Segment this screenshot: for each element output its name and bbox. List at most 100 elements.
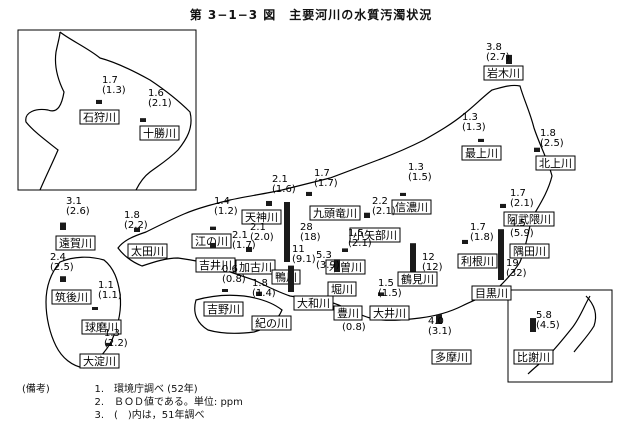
river-value: 5.8 [536,310,552,321]
river-bar [534,147,540,152]
river-bar [342,248,348,252]
river-name-box [369,305,410,321]
river-bar [92,307,98,310]
river-name-box [203,301,244,317]
river-value: 1.7 [510,188,526,199]
river-name: 球磨川 [85,320,118,334]
hokkaido-outline [25,31,192,191]
river-name-box [51,289,92,305]
river-bar [378,292,384,296]
river-name-box [391,199,432,215]
river-name-box [471,285,512,301]
river-name: 加古川 [239,261,272,274]
river-value: 2.1 [272,174,288,185]
river-prev-value: (2.1) [510,198,534,209]
river-name: 紀の川 [255,317,288,330]
river-value: 3.1 [66,196,82,207]
notes: (備考) 1. 環境庁調べ (52年) 2. ＢＯＤ値である。単位: ppm 3… [22,383,243,422]
river-prev-value: (5.9) [510,228,534,239]
river-prev-value: (2.7) [486,52,510,63]
river-bar [334,259,340,272]
river-name-box [483,65,524,81]
river-name: 比謝川 [517,350,550,364]
river-name: 大和川 [297,296,330,310]
river-bar [140,118,146,122]
river-prev-value: (32) [506,268,527,279]
river-name: 岩木川 [487,66,520,80]
river-value: 4.5 [510,218,526,229]
river-name: 隅田川 [513,245,546,258]
river-bar [60,222,66,230]
river-prev-value: (2.1) [148,98,172,109]
river-value: 1.8 [124,210,140,221]
river-name-box [127,243,168,259]
river-name-box [431,349,472,365]
river-name: 多摩川 [435,350,468,364]
river-value: 12 [422,252,435,263]
river-name: 十勝川 [143,126,176,140]
river-name-box [79,109,120,125]
river-name: 吉野川 [207,303,240,316]
river-bar [246,246,252,252]
river-name: 九頭竜川 [313,206,357,220]
note-text: ＢＯＤ値である。単位: ppm [114,397,243,408]
river-prev-value: (4.5) [536,320,560,331]
river-value: 2.4 [50,252,66,263]
river-name: 大井川 [373,306,406,320]
river-value: 1.7 [102,75,118,86]
river-name-box [503,211,555,227]
river-bar [462,239,468,244]
river-prev-value: (1.5) [378,288,402,299]
river-name-box [55,235,96,251]
river-value: 11 [292,244,305,255]
okinawa-outline [527,295,597,375]
river-name-box [309,205,361,221]
river-value: 5.3 [316,250,332,261]
river-prev-value: (2.1) [372,206,396,217]
river-name: 最上川 [465,147,498,160]
river-name-box [397,271,438,287]
river-bar [530,318,536,332]
river-name: 遠賀川 [59,237,92,250]
river-prev-value: (12) [422,262,443,273]
river-name-box [535,155,576,171]
river-bar [96,99,102,104]
river-prev-value: (1.4) [252,288,276,299]
river-name: 信濃川 [395,200,428,214]
river-prev-value: (2.0) [250,232,274,243]
river-bar [134,227,140,232]
river-bar [284,202,290,262]
river-prev-value: (1.3) [462,122,486,133]
river-name: 江の川 [195,235,228,248]
river-prev-value: (1.2) [214,206,238,217]
river-prev-value: (1.7) [232,240,256,251]
river-value: 2.2 [372,196,388,207]
river-prev-value: (2.5) [540,138,564,149]
river-prev-value: (1.5) [408,172,432,183]
river-bar [210,242,216,248]
river-name-box [293,295,334,311]
river-name-box [251,315,292,331]
river-name: 目黒川 [475,287,508,300]
river-markers: 3.8(2.7)岩木川1.7(1.3)石狩川1.6(2.1)十勝川1.3(1.3… [50,42,576,369]
river-prev-value: (2.1) [348,238,372,249]
river-name-box [509,243,550,259]
river-value: 1.8 [540,128,556,139]
river-name-box [327,281,357,297]
river-prev-value: (0.8) [222,274,246,285]
river-value: 2.1 [232,230,248,241]
river-name-box [457,253,498,269]
river-name: 豊川 [337,307,359,320]
river-name: 利根川 [461,254,494,268]
river-prev-value: (2.5) [50,262,74,273]
river-bar [500,203,506,208]
river-bar [266,200,272,206]
river-bar [400,192,406,196]
river-value: 1.8 [252,278,268,289]
river-value: 1.5 [378,278,394,289]
river-bar [288,265,294,292]
river-name-box [513,349,554,365]
kyushu-outline [45,256,122,369]
river-name: 北上川 [539,157,572,170]
river-prev-value: (2.2) [124,220,148,231]
